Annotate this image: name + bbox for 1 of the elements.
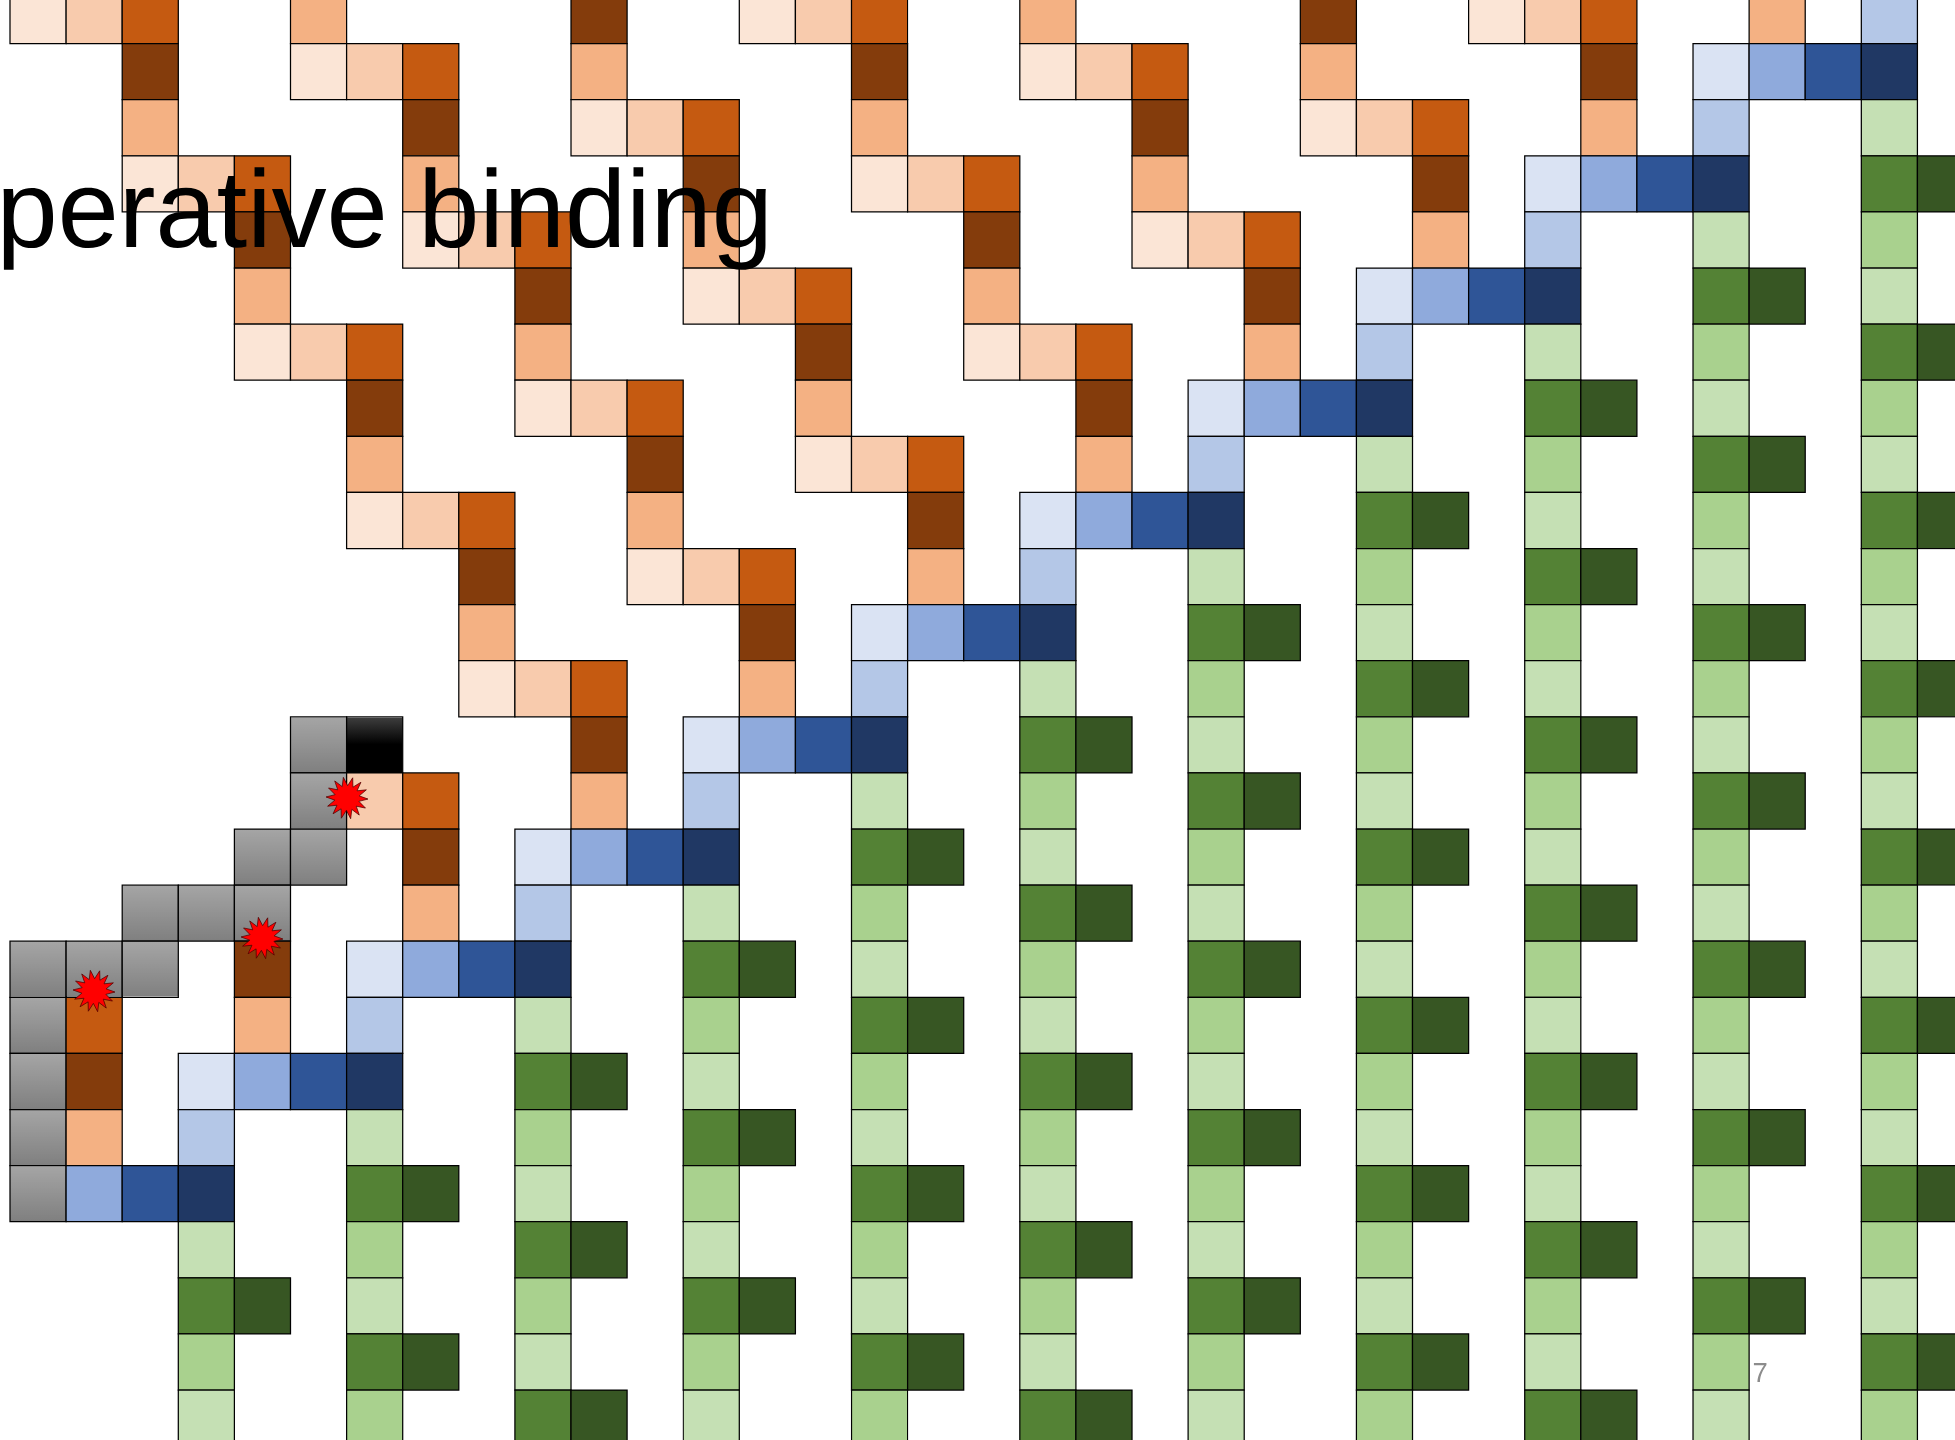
page-number: 7 <box>1753 1363 1767 1382</box>
